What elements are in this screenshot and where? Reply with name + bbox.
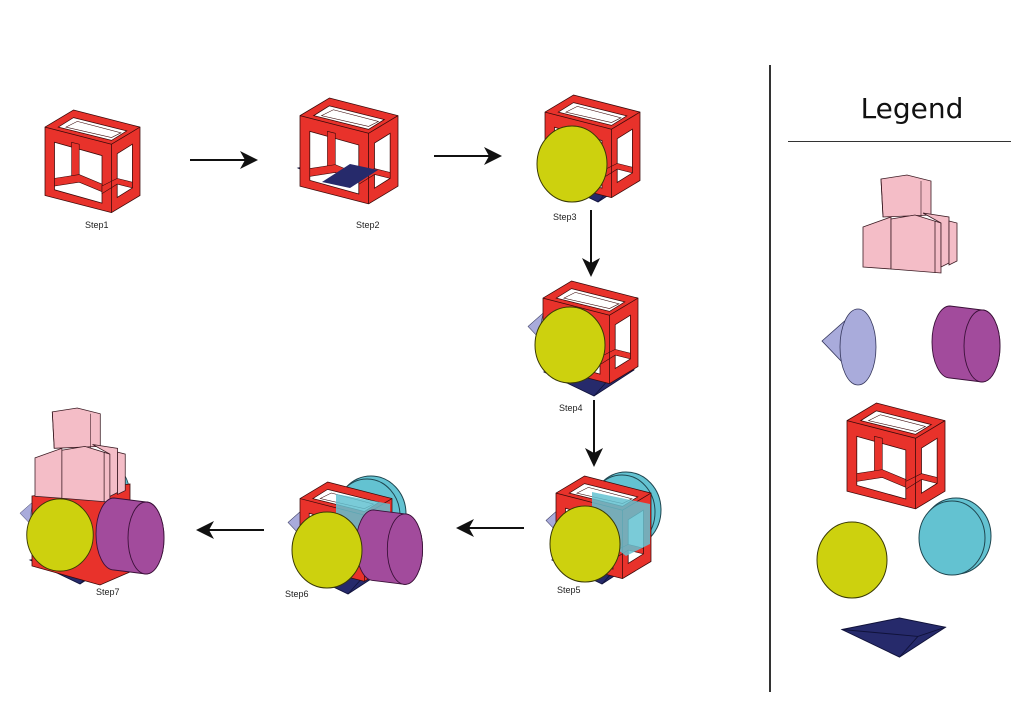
step-2-figure	[297, 97, 399, 205]
step-7-figure	[19, 407, 165, 586]
frame-cube-icon	[846, 402, 946, 510]
arrow-step4-to-step5	[585, 400, 603, 467]
step-3-label: Step3	[553, 212, 577, 222]
vertical-divider	[769, 65, 771, 692]
yellow-disc-icon	[534, 306, 606, 384]
legend-item-yellow-disc	[816, 521, 888, 599]
legend-title: Legend	[860, 92, 964, 125]
purple-cylinder-icon	[355, 509, 424, 585]
pink-blocks-icon	[862, 174, 958, 274]
step-3-figure	[536, 94, 641, 203]
yellow-disc-icon	[536, 125, 608, 203]
legend-item-cyan-disc	[918, 497, 992, 576]
arrow-step1-to-step2	[190, 151, 258, 169]
yellow-disc-icon	[816, 521, 888, 599]
lavender-cone-icon	[821, 308, 877, 386]
arrow-step6-to-step7	[196, 521, 264, 539]
step-5-figure	[545, 471, 662, 585]
legend-divider	[788, 141, 1011, 142]
step-7-label: Step7	[96, 587, 120, 597]
pink-blocks-icon	[34, 407, 126, 503]
cyan-disc-icon	[918, 497, 992, 576]
navy-wedge-icon	[841, 617, 946, 658]
legend-item-pink-blocks	[862, 174, 958, 274]
step-4-figure	[527, 280, 639, 397]
yellow-disc-icon	[291, 511, 363, 589]
step-6-figure	[287, 475, 424, 595]
step-5-label: Step5	[557, 585, 581, 595]
legend-item-navy-wedge	[841, 617, 946, 658]
step-1-figure	[44, 109, 141, 213]
step-6-label: Step6	[285, 589, 309, 599]
frame-cube-icon	[44, 109, 141, 213]
purple-cylinder-icon	[931, 305, 1001, 383]
yellow-disc-icon	[549, 505, 621, 583]
purple-cylinder-icon	[95, 497, 165, 575]
legend-item-purple-cylinder	[931, 305, 1001, 383]
step-4-label: Step4	[559, 403, 583, 413]
yellow-disc-icon	[26, 498, 94, 572]
arrow-step2-to-step3	[434, 147, 502, 165]
step-2-label: Step2	[356, 220, 380, 230]
legend-item-frame-cube	[846, 402, 946, 510]
frame-cube-icon	[299, 97, 399, 205]
arrow-step3-to-step4	[582, 210, 600, 277]
arrow-step5-to-step6	[456, 519, 524, 537]
legend-item-lavender-cone	[821, 308, 877, 386]
step-1-label: Step1	[85, 220, 109, 230]
